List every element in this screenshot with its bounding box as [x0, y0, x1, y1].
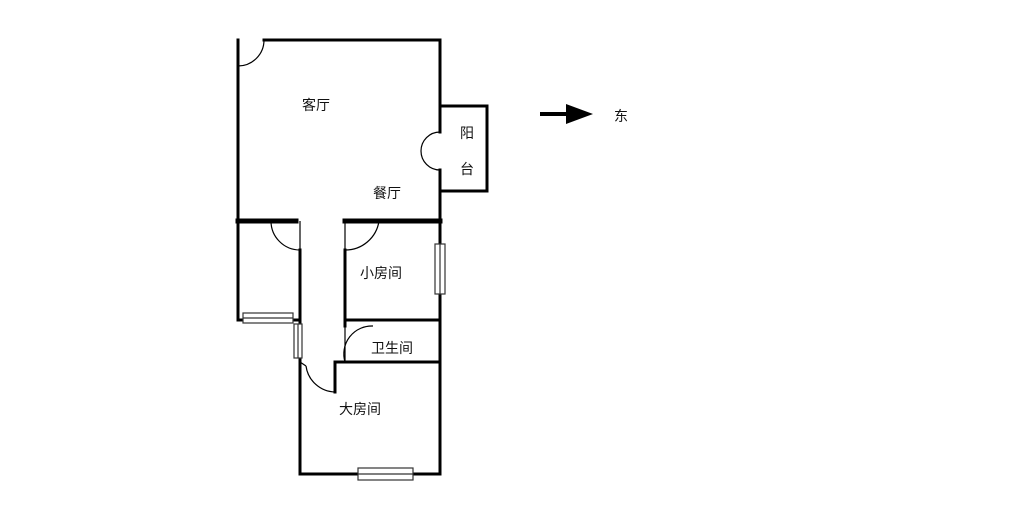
arrow-right-icon [540, 104, 593, 124]
label-balcony-line2: 台 [460, 162, 474, 178]
label-direction-east: 东 [614, 109, 628, 125]
label-small-bedroom: 小房间 [360, 266, 402, 282]
entry-door-swing [237, 39, 265, 67]
label-balcony-line1: 阳 [460, 126, 474, 142]
balcony-door-swing [420, 131, 441, 171]
small-room-door-swing [344, 220, 380, 251]
label-living-room: 客厅 [302, 97, 330, 114]
large-room-door-leaf [299, 361, 307, 367]
label-large-bedroom: 大房间 [339, 402, 381, 418]
bathroom-door-swing [343, 325, 374, 363]
large-room-door-swing [305, 365, 336, 393]
walls [235, 38, 489, 476]
arrow-head [566, 104, 593, 124]
balcony-wall [438, 104, 489, 193]
label-dining-room: 餐厅 [373, 186, 401, 202]
windows [242, 243, 446, 481]
doors [237, 39, 441, 393]
storage-door-swing [270, 220, 301, 251]
label-bathroom: 卫生间 [371, 341, 413, 357]
